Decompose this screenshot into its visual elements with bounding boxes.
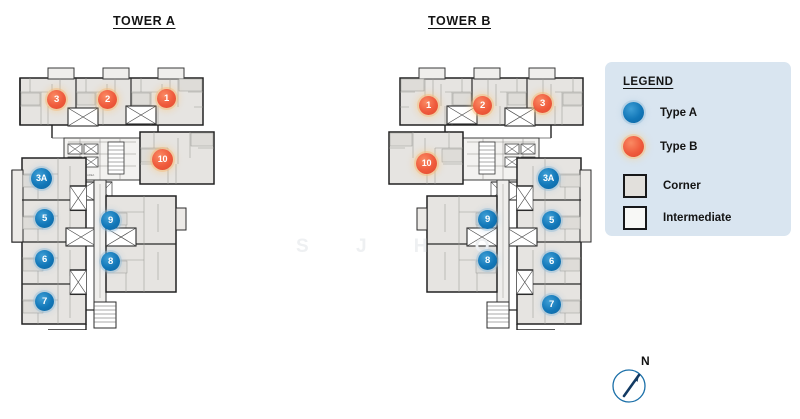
unit-marker-a-2[interactable]: 2: [98, 90, 117, 109]
legend-panel: LEGEND Type A Type B Corner Intermediate: [605, 62, 791, 236]
legend-title: LEGEND: [623, 76, 674, 88]
legend-item-type-a-label: Type A: [660, 106, 698, 119]
tower-a-floorplan: LOBBY AREA: [8, 62, 223, 330]
unit-marker-a-3a[interactable]: 3A: [31, 168, 52, 189]
unit-marker-a-7[interactable]: 7: [35, 292, 54, 311]
unit-marker-a-5[interactable]: 5: [35, 209, 54, 228]
unit-marker-b-3a[interactable]: 3A: [538, 168, 559, 189]
tower-a-title: TOWER A: [113, 14, 176, 28]
unit-marker-b-10[interactable]: 10: [416, 153, 437, 174]
unit-marker-a-6[interactable]: 6: [35, 250, 54, 269]
legend-item-type-b-label: Type B: [660, 140, 698, 153]
compass: N: [606, 354, 666, 410]
unit-marker-b-6[interactable]: 6: [542, 252, 561, 271]
unit-marker-b-5[interactable]: 5: [542, 211, 561, 230]
type-b-dot-icon: [623, 136, 644, 157]
legend-item-intermediate-label: Intermediate: [663, 212, 732, 224]
corner-swatch-icon: [623, 174, 647, 198]
compass-rose-icon: [612, 369, 646, 403]
unit-marker-a-3[interactable]: 3: [47, 90, 66, 109]
unit-marker-a-9[interactable]: 9: [101, 211, 120, 230]
unit-marker-b-9[interactable]: 9: [478, 210, 497, 229]
unit-marker-b-8[interactable]: 8: [478, 251, 497, 270]
type-a-dot-icon: [623, 102, 644, 123]
unit-marker-b-7[interactable]: 7: [542, 295, 561, 314]
unit-marker-b-1[interactable]: 1: [419, 96, 438, 115]
legend-item-intermediate[interactable]: Intermediate: [623, 206, 731, 230]
unit-marker-a-8[interactable]: 8: [101, 252, 120, 271]
unit-marker-a-1[interactable]: 1: [157, 89, 176, 108]
tower-b-title: TOWER B: [428, 14, 491, 28]
legend-item-type-b[interactable]: Type B: [623, 136, 698, 157]
legend-item-corner[interactable]: Corner: [623, 174, 701, 198]
unit-marker-b-3[interactable]: 3: [533, 94, 552, 113]
legend-item-type-a[interactable]: Type A: [623, 102, 697, 123]
unit-marker-b-2[interactable]: 2: [473, 96, 492, 115]
legend-item-corner-label: Corner: [663, 180, 701, 192]
compass-north-label: N: [641, 354, 650, 368]
unit-marker-a-10[interactable]: 10: [152, 149, 173, 170]
intermediate-swatch-icon: [623, 206, 647, 230]
